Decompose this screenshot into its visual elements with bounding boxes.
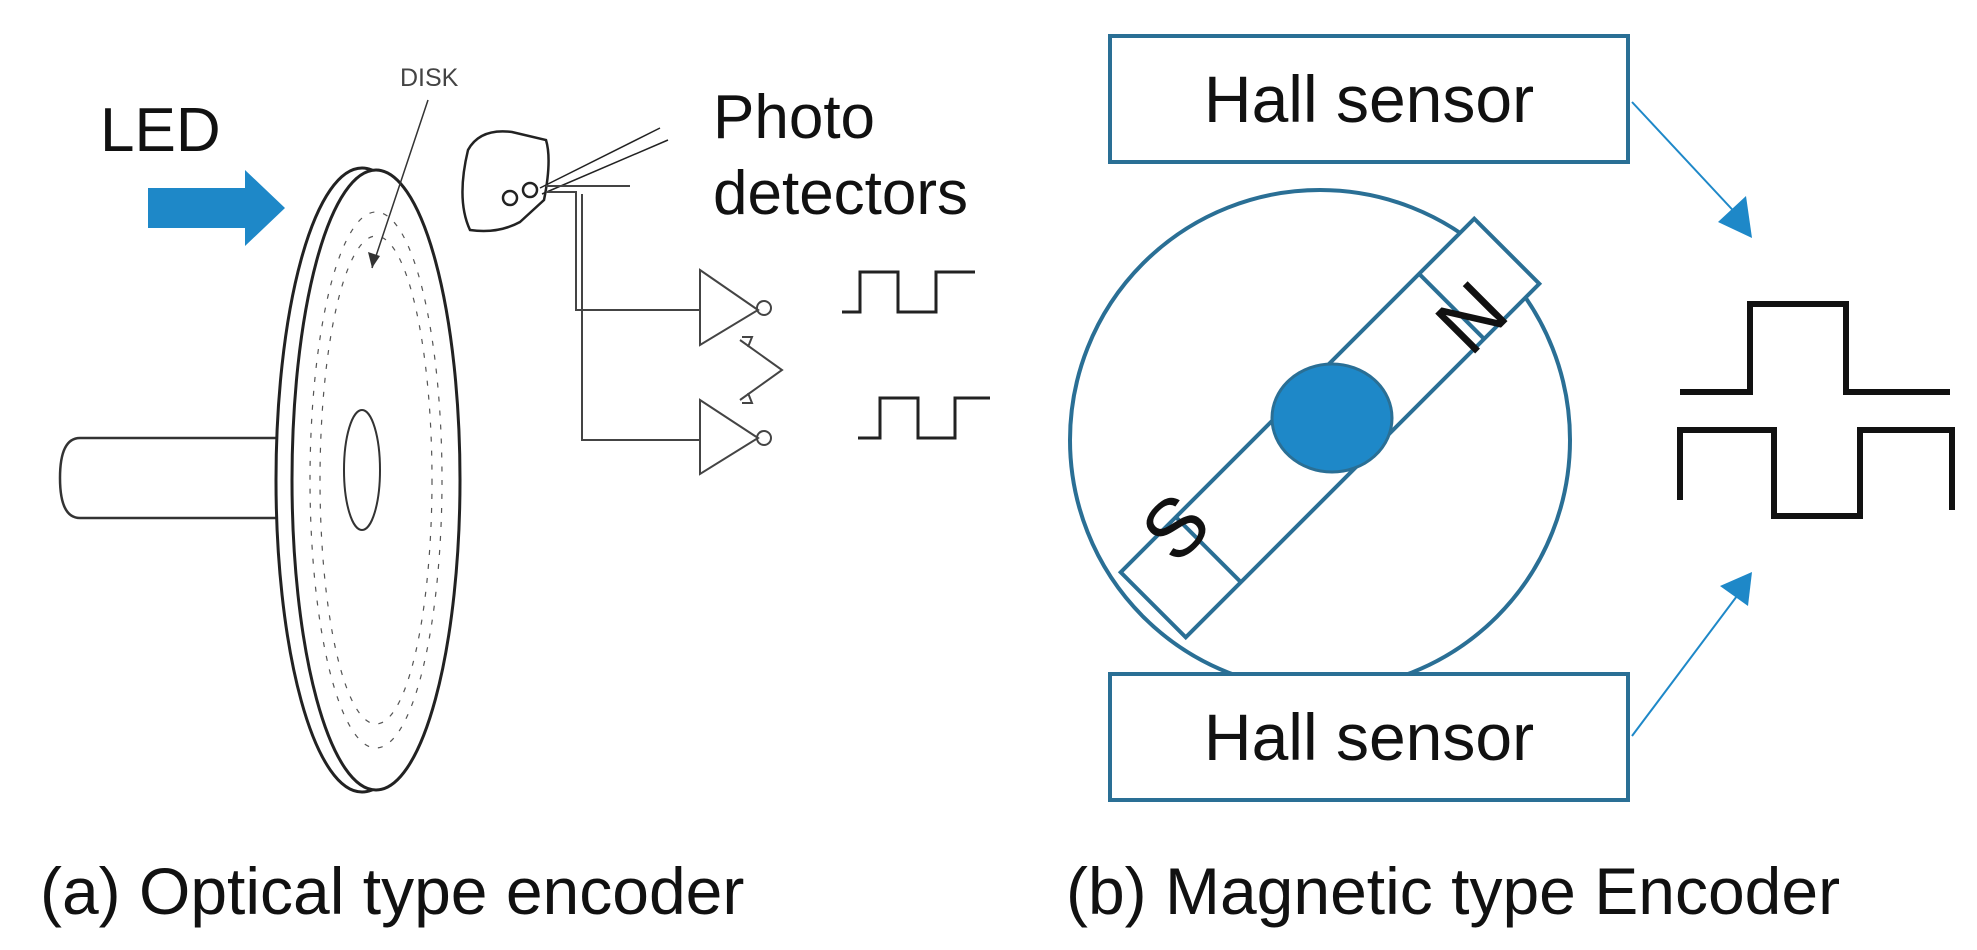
encoder-disk bbox=[274, 99, 462, 794]
photo-label-line1: Photo bbox=[713, 83, 876, 152]
led-arrow-icon bbox=[148, 170, 285, 246]
photo-label-line2: detectors bbox=[713, 158, 969, 228]
magnetic-output-waves bbox=[1677, 301, 1955, 519]
led-label: LED bbox=[100, 96, 221, 165]
hall-bottom-arrow bbox=[1631, 572, 1752, 737]
photo-detector-icon bbox=[461, 127, 669, 233]
shaft bbox=[58, 436, 300, 520]
hall-sensor-top: Hall sensor bbox=[1108, 34, 1630, 164]
caption-optical: (a) Optical type encoder bbox=[40, 854, 745, 928]
optical-output-waves bbox=[842, 270, 990, 440]
magnet-center-dot bbox=[1270, 362, 1394, 474]
hall-sensor-bottom: Hall sensor bbox=[1108, 672, 1630, 802]
caption-magnetic: (b) Magnetic type Encoder bbox=[1066, 854, 1841, 928]
detector-wiring bbox=[546, 185, 784, 476]
hall-top-arrow bbox=[1631, 101, 1752, 238]
photo-detectors-label: Photo detectors bbox=[713, 80, 968, 231]
disk-label: DISK bbox=[400, 64, 459, 92]
